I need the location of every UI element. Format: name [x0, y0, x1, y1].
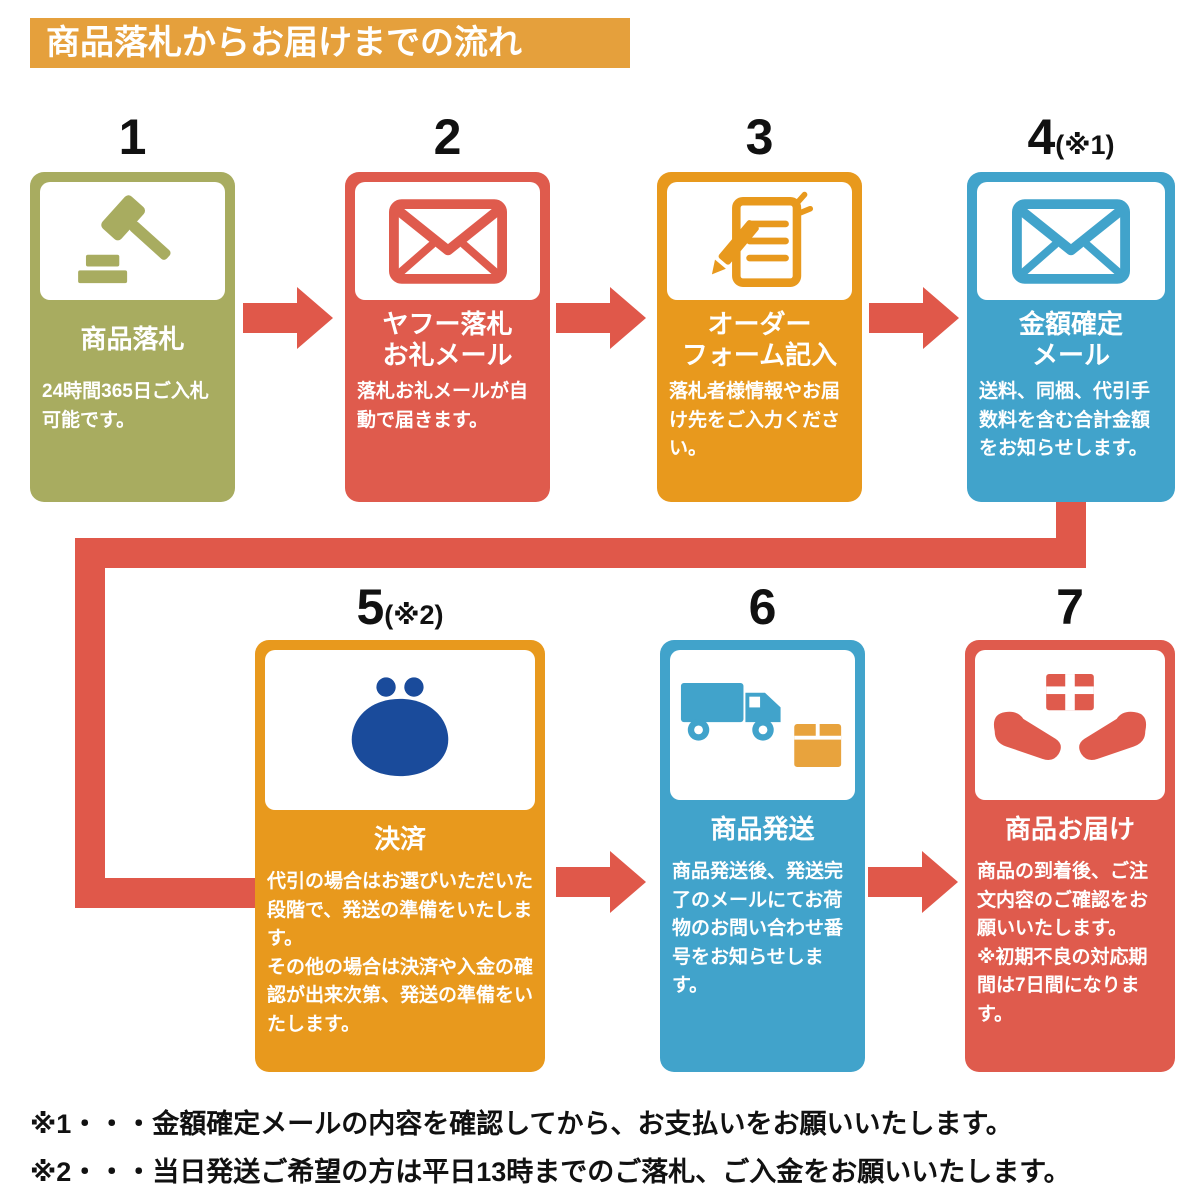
step-body: 商品発送後、発送完了のメールにてお荷物のお問い合わせ番号をお知らせします。	[672, 861, 844, 996]
arrow-bar	[868, 867, 922, 897]
step-number-text: 1	[118, 109, 147, 165]
step-number-7: 7	[965, 582, 1175, 632]
step-title: オーダー フォーム記入	[681, 308, 838, 370]
step-title: 商品発送	[710, 814, 815, 845]
footnote-1: ※1・・・金額確定メールの内容を確認してから、お支払いをお願いいたします。	[30, 1109, 1013, 1139]
step-number-text: 5	[356, 579, 385, 635]
step-card-payment: 決済 代引の場合はお選びいただいた段階で、発送の準備をいたします。 その他の場合…	[255, 640, 545, 1072]
mail-icon	[1012, 198, 1130, 284]
truck-box-icon	[680, 683, 841, 767]
icon-box	[355, 182, 540, 300]
step-card-price-mail: 金額確定 メール 送料、同梱、代引手数料を含む合計金額をお知らせします。	[967, 172, 1175, 502]
step-number-text: 3	[745, 109, 774, 165]
arrow-bar	[556, 303, 610, 333]
connector-segment-vertical-left	[75, 538, 105, 908]
step-title: 商品落札	[80, 324, 185, 355]
step-number-3: 3	[657, 112, 862, 162]
step-body: 商品の到着後、ご注文内容のご確認をお願いいたします。 ※初期不良の対応期間は7日…	[977, 861, 1149, 1025]
step-card-auction-win: 商品落札 24時間365日ご入札可能です。	[30, 172, 235, 502]
icon-box	[667, 182, 852, 300]
step-card-thanks-mail: ヤフー落札 お礼メール 落札お礼メールが自動で届きます。	[345, 172, 550, 502]
step-number-5: 5(※2)	[255, 582, 545, 632]
mail-icon	[388, 198, 507, 284]
step-number-2: 2	[345, 112, 550, 162]
icon-box	[977, 182, 1165, 300]
step-number-4: 4(※1)	[967, 112, 1175, 162]
step-body: 落札お礼メールが自動で届きます。	[357, 381, 529, 431]
arrow-bar	[243, 303, 297, 333]
icon-box	[265, 650, 535, 810]
step-body: 送料、同梱、代引手数料を含む合計金額をお知らせします。	[979, 381, 1151, 459]
order-form-icon	[711, 191, 813, 287]
arrow-head	[297, 287, 333, 349]
gavel-icon	[77, 195, 171, 284]
arrow-right-icon	[556, 851, 646, 913]
page-title: 商品落札からお届けまでの流れ	[30, 18, 630, 68]
arrow-head	[923, 287, 959, 349]
step-number-note: (※2)	[384, 600, 444, 630]
step-title: ヤフー落札 お礼メール	[382, 308, 513, 370]
step-body: 落札者様情報やお届け先をご入力ください。	[669, 381, 841, 459]
arrow-bar	[556, 867, 610, 897]
hands-package-icon	[993, 673, 1147, 760]
icon-box	[975, 650, 1165, 800]
step-card-delivery: 商品お届け 商品の到着後、ご注文内容のご確認をお願いいたします。 ※初期不良の対…	[965, 640, 1175, 1072]
step-title: 決済	[373, 824, 426, 855]
step-number-1: 1	[30, 112, 235, 162]
footnote-2: ※2・・・当日発送ご希望の方は平日13時までのご落札、ご入金をお願いいたします。	[30, 1157, 1071, 1187]
arrow-right-icon	[868, 851, 958, 913]
step-number-text: 4	[1027, 109, 1056, 165]
arrow-head	[610, 851, 646, 913]
arrow-bar	[869, 303, 923, 333]
step-number-note: (※1)	[1055, 130, 1115, 160]
step-number-text: 7	[1056, 579, 1084, 635]
step-body: 24時間365日ご入札可能です。	[42, 381, 209, 431]
arrow-right-icon	[556, 287, 646, 349]
coin-purse-icon	[351, 677, 449, 777]
step-card-shipping: 商品発送 商品発送後、発送完了のメールにてお荷物のお問い合わせ番号をお知らせしま…	[660, 640, 865, 1072]
icon-box	[670, 650, 855, 800]
arrow-head	[610, 287, 646, 349]
connector-segment-horizontal-bottom	[75, 878, 260, 908]
step-number-6: 6	[660, 582, 865, 632]
step-title: 商品お届け	[1004, 814, 1135, 845]
step-card-order-form: オーダー フォーム記入 落札者様情報やお届け先をご入力ください。	[657, 172, 862, 502]
arrow-right-icon	[869, 287, 959, 349]
connector-segment-horizontal-top	[75, 538, 1086, 568]
step-title: 金額確定 メール	[1018, 308, 1123, 370]
arrow-right-icon	[243, 287, 333, 349]
step-number-text: 2	[433, 109, 462, 165]
step-body: 代引の場合はお選びいただいた段階で、発送の準備をいたします。 その他の場合は決済…	[267, 871, 534, 1035]
arrow-head	[922, 851, 958, 913]
icon-box	[40, 182, 225, 300]
step-number-text: 6	[748, 579, 777, 635]
